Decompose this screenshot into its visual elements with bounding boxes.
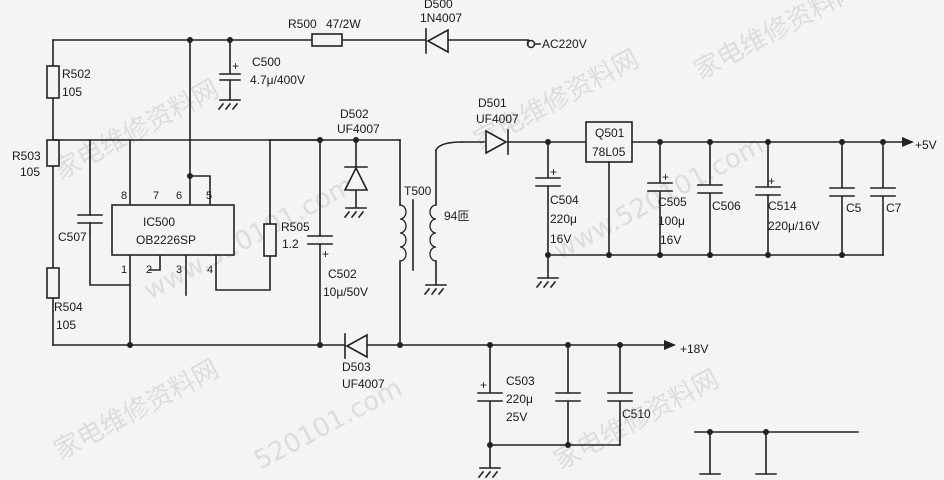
t500-note: 94匝	[444, 209, 469, 223]
d501-ref: D501	[478, 96, 507, 110]
ic-pin-3: 3	[176, 264, 182, 276]
c500-capacitor: + C500 4.7μ/400V	[217, 39, 305, 111]
ic-pin-7: 7	[153, 190, 159, 202]
d503-ref: D503	[342, 360, 371, 374]
c502-polarity: +	[322, 247, 329, 261]
ic-pin-2: 2	[146, 264, 152, 276]
r500-ref: R500	[288, 17, 317, 31]
r505-resistor: R505 1.2	[263, 220, 310, 257]
partial-circuit-fragment	[694, 429, 859, 475]
r503-value: 105	[20, 165, 40, 179]
c514-polarity: +	[768, 174, 775, 188]
c505-polarity: +	[662, 170, 669, 184]
c505-value1: 100μ	[658, 214, 685, 228]
c503-value1: 220μ	[506, 392, 533, 406]
c503-value2: 25V	[506, 410, 527, 424]
r502-ref: R502	[62, 67, 91, 81]
r504-value: 105	[56, 318, 76, 332]
c504-ref: C504	[550, 193, 579, 207]
c502-ref: C502	[328, 267, 357, 281]
c506-ref: C506	[712, 199, 741, 213]
c505-ref: C505	[658, 195, 687, 209]
q501-part: 78L05	[592, 145, 626, 159]
c500-ref: C500	[252, 55, 281, 69]
watermark: 家电维修资料网	[49, 354, 224, 466]
r504-ref: R504	[54, 300, 83, 314]
left-resistor-chain: R502 105 R503 105 R504 105	[12, 39, 91, 346]
c504-polarity: +	[550, 165, 557, 179]
c500-value: 4.7μ/400V	[250, 73, 305, 87]
ic-pin-6: 6	[176, 190, 182, 202]
out-5v-label: +5V	[915, 138, 937, 152]
d500-diode: D500 1N4007	[420, 0, 462, 54]
c502-value: 10μ/50V	[323, 285, 368, 299]
d500-ref: D500	[424, 0, 453, 11]
c500-polarity: +	[232, 59, 239, 73]
q501-ref: Q501	[595, 126, 625, 140]
c503-polarity: +	[480, 378, 487, 392]
ic500-ref: IC500	[143, 215, 175, 229]
filter-18v: + C503 220μ 25V C510	[477, 344, 651, 479]
input-line: AC220V	[52, 37, 587, 51]
ic-pin-4: 4	[207, 264, 213, 276]
c514-value: 220μ/16V	[768, 219, 820, 233]
c507-capacitor: C507	[58, 214, 103, 244]
r500-value: 47/2W	[326, 17, 361, 31]
c507-ref: C507	[58, 230, 87, 244]
c510-ref: C510	[622, 407, 651, 421]
ic-pin-1: 1	[121, 264, 127, 276]
t500-ref: T500	[404, 184, 432, 198]
c505-value2: 16V	[660, 233, 681, 247]
c7-ref: C7	[886, 201, 902, 215]
d501-value: UF4007	[476, 112, 519, 126]
secondary-5v: D501 UF4007 + C504 220μ 16V Q501 78L05 +…	[461, 96, 937, 289]
r502-value: 105	[62, 85, 82, 99]
ic500-chip: IC500 OB2226SP 8 7 6 5 1 2 3 4	[111, 190, 235, 276]
primary-side: + C502 10μ/50V D502 UF4007 T500 94匝	[269, 107, 469, 348]
ac-input-label: AC220V	[542, 37, 587, 51]
c503-ref: C503	[506, 374, 535, 388]
c504-value2: 16V	[550, 232, 571, 246]
c5-ref: C5	[846, 201, 862, 215]
watermark: 家电维修资料网	[689, 0, 864, 86]
d503-value: UF4007	[342, 377, 385, 391]
out-18v-label: +18V	[680, 342, 708, 356]
d500-value: 1N4007	[420, 11, 462, 25]
c504-value1: 220μ	[550, 212, 577, 226]
c514-ref: C514	[768, 199, 797, 213]
r505-value: 1.2	[282, 237, 299, 251]
ic500-part: OB2226SP	[136, 233, 196, 247]
ic-pin-5: 5	[206, 190, 212, 202]
r505-ref: R505	[281, 220, 310, 234]
r500-resistor: R500 47/2W	[288, 17, 361, 47]
ic-pin-8: 8	[121, 190, 127, 202]
r503-ref: R503	[12, 149, 41, 163]
bottom-rail: D503 UF4007 +18V	[52, 333, 708, 391]
d502-ref: D502	[340, 107, 369, 121]
d502-value: UF4007	[337, 122, 380, 136]
